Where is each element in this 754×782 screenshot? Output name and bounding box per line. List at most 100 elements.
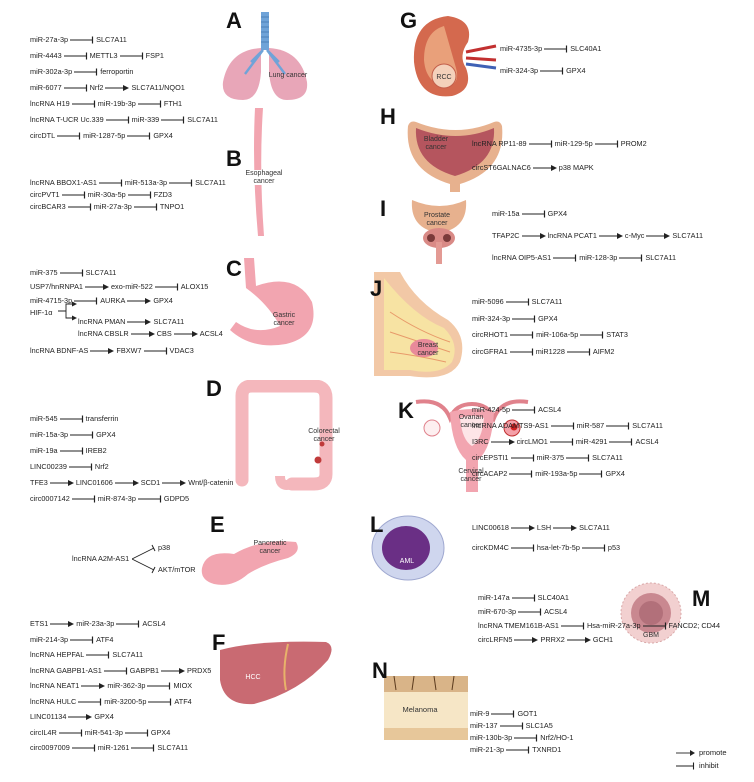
node: hsa-let-7b-5p	[536, 543, 580, 553]
e-target-1: p38	[158, 544, 170, 552]
organ-label-l: AML	[399, 558, 415, 565]
node: SLC7A11	[157, 743, 189, 753]
inhibit-bar-icon	[506, 746, 530, 754]
legend-promote: promote	[676, 748, 727, 757]
e-branch-arrows	[132, 544, 156, 574]
inhibit-bar-icon	[553, 254, 577, 262]
promote-arrow-icon	[566, 637, 591, 643]
node: TFE3	[30, 478, 48, 488]
node: GPX4	[566, 66, 586, 76]
node: SLC7A11	[85, 268, 117, 278]
node: TNPO1	[159, 202, 185, 212]
node: ATF4	[174, 696, 192, 706]
organ-label-f: HCC	[245, 674, 261, 681]
node: miR-375	[536, 453, 565, 463]
inhibit-bar-icon	[549, 438, 573, 446]
inhibit-bar-icon	[74, 68, 98, 76]
node: lncRNA BBOX1-AS1	[30, 178, 97, 188]
inhibit-bar-icon	[61, 191, 85, 199]
node: GDPD5	[163, 494, 190, 504]
node: LINC01134	[30, 712, 67, 722]
node: circKDM4C	[472, 543, 509, 553]
inhibit-bar-icon	[161, 116, 185, 124]
node: miR-362-3p	[107, 681, 146, 691]
inhibit-bar-icon	[68, 463, 93, 471]
node: FANCD2; CD44	[668, 621, 721, 631]
node: transferrin	[85, 414, 119, 424]
node: GPX4	[153, 296, 173, 306]
node: SLC7A11	[531, 297, 563, 307]
promote-arrow-icon	[490, 439, 515, 445]
node: TXNRD1	[532, 745, 562, 755]
melanoma-illustration	[384, 676, 468, 740]
inhibit-bar-icon	[127, 191, 151, 199]
node: miR-27a-3p	[93, 202, 132, 212]
node: GABPB1	[129, 665, 159, 675]
node: Hsa-miR-27a-3p	[586, 621, 641, 631]
node: GCH1	[592, 635, 614, 645]
organ-label-c: Gastric cancer	[272, 312, 296, 327]
node: lncRNA OIP5-AS1	[492, 253, 552, 263]
panel-letter-m: M	[692, 586, 711, 611]
node: miR-1261	[97, 743, 130, 753]
inhibit-bar-icon	[59, 269, 83, 277]
organ-label-k: Ovarian cancer	[458, 414, 484, 429]
node: SLC7A11	[592, 453, 623, 463]
node: miR-513a-3p	[124, 178, 168, 188]
inhibit-bar-icon	[119, 52, 143, 60]
inhibit-bar-icon	[544, 45, 568, 53]
panel-letter-l: L	[370, 512, 384, 537]
promote-arrow-icon	[553, 525, 578, 531]
node: SLC40A1	[570, 44, 602, 54]
node: miR-23a-3p	[76, 619, 115, 629]
inhibit-bar-icon	[521, 210, 545, 218]
node: LINC00239	[30, 462, 67, 472]
organ-label-n: Melanoma	[402, 705, 438, 714]
panel-letter-e: E	[210, 512, 225, 537]
inhibit-bar-icon	[510, 331, 534, 339]
node: GPX4	[96, 430, 116, 440]
inhibit-bar-icon	[169, 179, 193, 187]
node: miR-21-3p	[470, 745, 505, 755]
node: miR-5096	[472, 297, 504, 307]
inhibit-bar-icon	[70, 431, 94, 439]
node: miR-670-3p	[478, 607, 517, 617]
inhibit-bar-icon	[137, 100, 161, 108]
panel-letter-g: G	[400, 8, 418, 33]
node: miR-324-3p	[472, 313, 511, 323]
bladder-illustration	[407, 121, 503, 192]
legend-promote-label: promote	[699, 748, 727, 757]
inhibit-bar-icon	[581, 544, 605, 552]
inhibit-bar-icon	[116, 620, 140, 628]
promote-arrow-icon	[114, 480, 139, 486]
node: miR-214-3p	[30, 634, 69, 644]
inhibit-bar-icon	[676, 762, 695, 769]
node: SLC1A5	[525, 721, 553, 731]
pathway-row: miR-5096 SLC7A11	[472, 298, 562, 306]
node: FTH1	[163, 99, 183, 109]
panel-letter-i: I	[380, 196, 387, 221]
node: ACSL4	[635, 437, 659, 447]
node: circBCAR3	[30, 202, 66, 212]
node: ACSL4	[544, 607, 568, 617]
